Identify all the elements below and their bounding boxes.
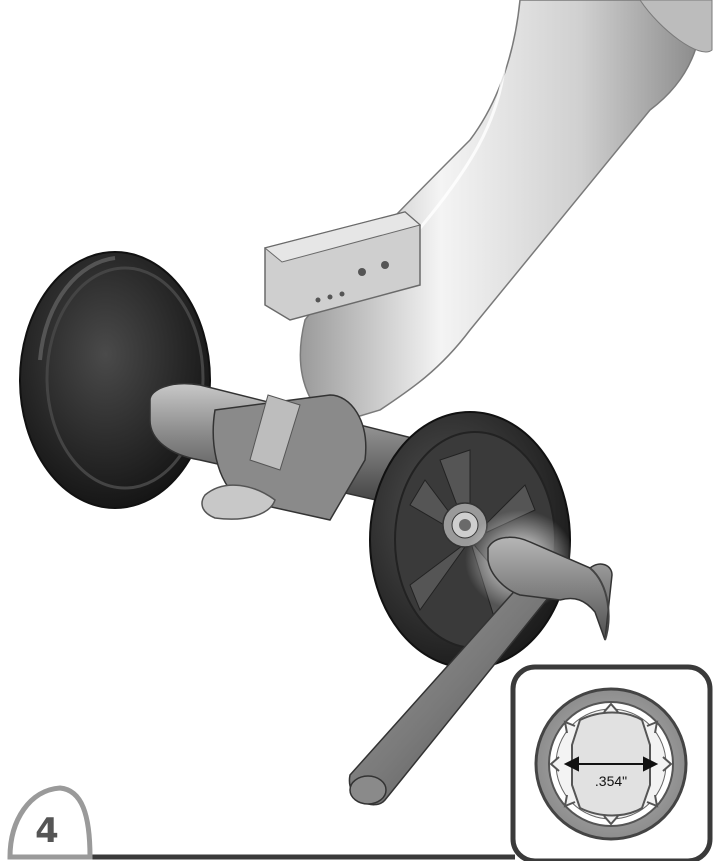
step-number: 4 — [35, 811, 59, 851]
hammer — [348, 536, 613, 806]
handle-tube — [299, 0, 713, 426]
axle — [149, 383, 421, 521]
dimension-label: .354" — [595, 773, 627, 789]
step-badge: 4 — [7, 785, 93, 860]
left-wheel — [19, 251, 211, 509]
retainer-teeth — [549, 702, 673, 826]
dimension-arrow — [563, 756, 659, 772]
mounting-bracket — [263, 211, 422, 321]
detail-inset: .354" — [510, 664, 713, 861]
